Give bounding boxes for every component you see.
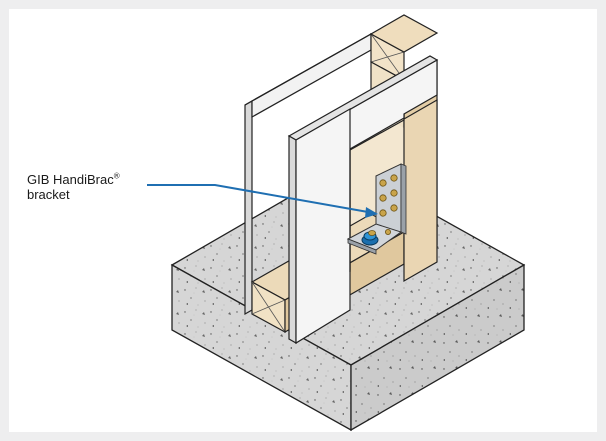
handibrac-bracket [346, 163, 407, 255]
footing-right-face [350, 263, 525, 432]
gib-board-front [287, 55, 439, 345]
callout-label: GIB HandiBrac® bracket [27, 172, 120, 202]
callout-arrowhead [365, 207, 378, 218]
registered-mark: ® [113, 171, 120, 181]
anchor-bolt [361, 230, 379, 246]
callout-line2: bracket [27, 187, 70, 202]
callout-line1: GIB HandiBrac [27, 172, 114, 187]
screw-fixings [379, 174, 398, 235]
callout-leader [147, 184, 378, 218]
